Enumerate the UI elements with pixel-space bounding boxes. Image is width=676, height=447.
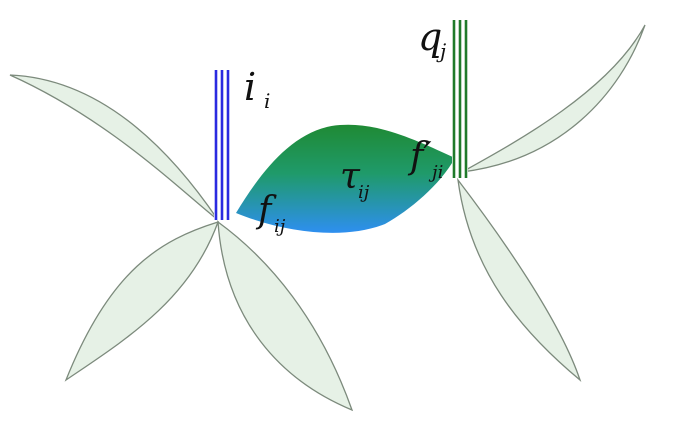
label-q-sub: j [436, 39, 446, 63]
label-tau-sub: ij [358, 182, 370, 203]
label-fprime-sub: ji [428, 162, 443, 183]
label-q-base: q [418, 15, 442, 59]
right-petal-upper [461, 24, 646, 173]
label-i-sub: i [264, 89, 270, 113]
label-tau-base: τ [340, 156, 361, 197]
label-f-sub: ij [274, 216, 286, 237]
left-petal-lower-left [64, 220, 220, 382]
connection-tube [236, 124, 455, 233]
right-petal-lower [457, 177, 582, 382]
left-bar [214, 70, 230, 220]
label-i-base: i [244, 65, 256, 109]
left-petal-upper [9, 74, 219, 221]
left-flower [9, 74, 354, 412]
label-fprime-base: f′ [407, 136, 432, 177]
right-bar [452, 20, 468, 178]
left-petal-lower-right [217, 220, 354, 412]
right-flower [457, 24, 646, 382]
